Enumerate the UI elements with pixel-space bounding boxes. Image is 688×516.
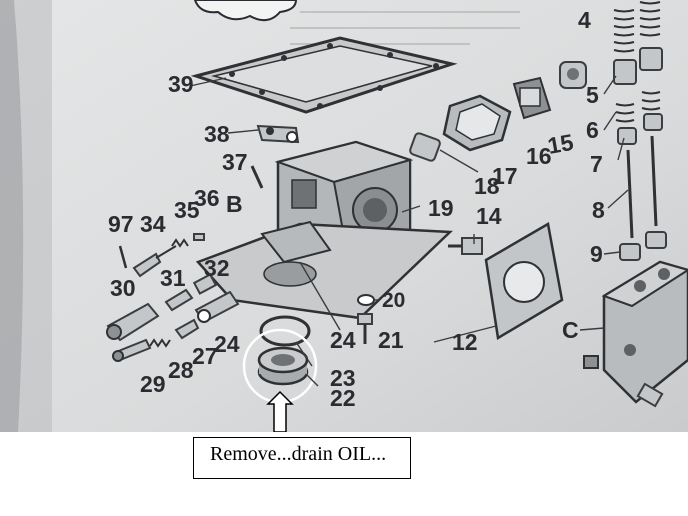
part-34-plunger bbox=[132, 245, 177, 278]
part-38-bracket bbox=[256, 124, 300, 144]
label-39: 39 bbox=[168, 71, 194, 97]
label-4: 4 bbox=[578, 7, 591, 33]
part-7-caps bbox=[617, 113, 663, 145]
page-edge-shadow bbox=[0, 0, 24, 432]
part-29-pin bbox=[112, 338, 152, 362]
part-9-nuts bbox=[619, 231, 667, 261]
label-29: 29 bbox=[140, 371, 166, 397]
label-35: 35 bbox=[174, 197, 200, 223]
cloud-callout-shape bbox=[193, 0, 298, 22]
exploded-parts-diagram: 4 5 6 7 8 9 12 14 15 16 17 18 19 20 21 2… bbox=[0, 0, 688, 432]
label-5: 5 bbox=[586, 82, 599, 108]
part-12-gasket bbox=[484, 222, 564, 341]
part-C-block bbox=[583, 260, 688, 408]
part-15-cap bbox=[559, 61, 587, 89]
label-B: B bbox=[226, 191, 243, 217]
part-28-spring bbox=[149, 338, 171, 348]
part-4-springs bbox=[613, 1, 661, 53]
label-22: 22 bbox=[330, 385, 356, 411]
label-16: 16 bbox=[526, 143, 552, 169]
part-36-pin bbox=[193, 233, 205, 241]
label-24-upper: 24 bbox=[330, 327, 356, 353]
label-9: 9 bbox=[590, 241, 603, 267]
label-6: 6 bbox=[586, 117, 599, 143]
label-31: 31 bbox=[160, 265, 186, 291]
up-arrow-icon bbox=[266, 390, 294, 432]
part-18-fitting bbox=[409, 132, 479, 173]
label-28: 28 bbox=[168, 357, 194, 383]
leader-lines bbox=[189, 75, 629, 387]
label-24-lower: 24 bbox=[214, 331, 240, 357]
part-22-drain-cap bbox=[257, 346, 309, 386]
label-23: 23 bbox=[330, 365, 356, 391]
part-35-spring bbox=[171, 238, 189, 248]
label-34: 34 bbox=[140, 211, 166, 237]
label-36: 36 bbox=[194, 185, 220, 211]
label-17: 17 bbox=[492, 163, 518, 189]
label-30: 30 bbox=[110, 275, 136, 301]
part-19-housing bbox=[195, 140, 453, 320]
label-C: C bbox=[562, 317, 579, 343]
label-15: 15 bbox=[546, 129, 576, 159]
part-20-washer bbox=[357, 294, 375, 306]
caption-text: Remove...drain OIL... bbox=[210, 443, 387, 465]
part-37-pin bbox=[250, 165, 264, 189]
parts-diagram-photo: 4 5 6 7 8 9 12 14 15 16 17 18 19 20 21 2… bbox=[0, 0, 688, 432]
label-27: 27 bbox=[192, 343, 218, 369]
label-32: 32 bbox=[204, 255, 230, 281]
label-12: 12 bbox=[452, 329, 478, 355]
label-18: 18 bbox=[474, 173, 500, 199]
label-14: 14 bbox=[476, 203, 502, 229]
part-31-spring bbox=[164, 288, 194, 312]
label-37: 37 bbox=[222, 149, 248, 175]
label-97: 97 bbox=[108, 211, 134, 237]
part-5-retainers bbox=[613, 47, 663, 85]
part-6-springs bbox=[615, 91, 661, 123]
part-27-spring bbox=[174, 318, 200, 340]
label-7: 7 bbox=[590, 151, 603, 177]
part-23-ring bbox=[259, 315, 311, 347]
part-17-coupler bbox=[442, 94, 512, 152]
label-8: 8 bbox=[592, 197, 605, 223]
part-21-bolt bbox=[357, 313, 373, 344]
label-38: 38 bbox=[204, 121, 230, 147]
part-39-gasket bbox=[190, 36, 458, 114]
part-32-plug bbox=[192, 273, 218, 295]
part-16-block bbox=[512, 76, 552, 120]
part-97-screw bbox=[118, 245, 128, 269]
part-8-rods bbox=[626, 135, 658, 239]
part-24-sleeve bbox=[194, 290, 240, 324]
label-21: 21 bbox=[378, 327, 404, 353]
part-14-bolt bbox=[448, 237, 483, 255]
label-20: 20 bbox=[382, 289, 405, 312]
part-30-valve bbox=[106, 302, 160, 342]
caption-box: Remove...drain OIL... bbox=[193, 437, 411, 479]
label-19: 19 bbox=[428, 195, 454, 221]
